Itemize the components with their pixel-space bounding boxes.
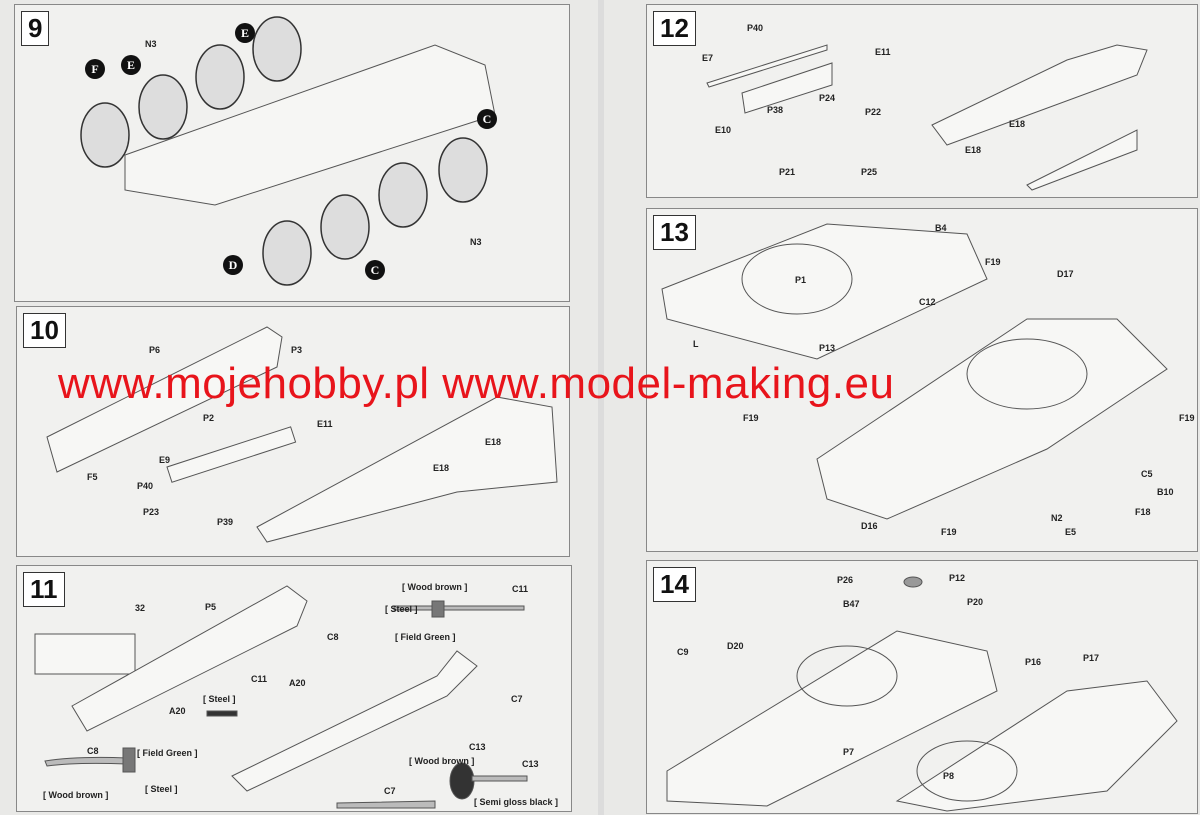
part-label: C8: [327, 632, 339, 642]
part-label: N3: [145, 39, 157, 49]
paint-callout: [ Semi gloss black ]: [474, 797, 559, 807]
part-label: P26: [837, 575, 854, 585]
hull-top-drawing: [661, 223, 1168, 520]
wheel-marker: F: [85, 59, 105, 79]
part-label: B10: [1157, 487, 1174, 497]
part-label: N2: [1051, 513, 1063, 523]
step-number: 12: [653, 11, 696, 46]
part-label: P39: [217, 517, 234, 527]
wheel-marker: D: [223, 255, 243, 275]
part-label: E11: [875, 47, 891, 57]
wheel-marker: E: [121, 55, 141, 75]
step-10-panel: 10 P6 P3 P2 F5 E11 E9 E18 E18 P40 P23 P3…: [16, 306, 570, 557]
step-number: 14: [653, 567, 696, 602]
paint-callout: [ Wood brown ]: [409, 756, 475, 766]
part-label: P6: [149, 345, 161, 355]
watermark: www.mojehobby.pl www.model-making.eu: [58, 359, 895, 408]
part-label: C7: [511, 694, 523, 704]
part-label: E10: [715, 125, 732, 135]
side-panel-drawing: [46, 326, 558, 543]
part-label: A20: [169, 706, 186, 716]
part-label: P40: [747, 23, 764, 33]
part-label: P16: [1025, 657, 1042, 667]
paint-callout: [ Field Green ]: [137, 748, 198, 758]
part-label: E11: [317, 419, 333, 429]
part-label: P7: [843, 747, 855, 757]
part-label: F19: [985, 257, 1001, 267]
part-label: P17: [1083, 653, 1100, 663]
part-label: C12: [919, 297, 936, 307]
hull-detail-drawing: [666, 576, 1178, 812]
step-12-panel: 12 P40 E7 E11 P38 E10 P24 P22 P21 P25 E1…: [646, 4, 1198, 198]
part-label: F19: [1179, 413, 1195, 423]
part-label: E18: [965, 145, 982, 155]
step-number: 9: [21, 11, 50, 46]
part-label: C13: [469, 742, 486, 752]
paint-callout: [ Steel ]: [145, 784, 178, 794]
part-label: P38: [767, 105, 784, 115]
part-label: P40: [137, 481, 154, 491]
step-14-panel: 14 P26 P12 B47 P20 D20 C9 P16 P17 P7 P8: [646, 560, 1198, 814]
part-label: L: [693, 339, 699, 349]
wheel-marker: C: [477, 109, 497, 129]
part-label: P2: [203, 413, 215, 423]
step-9-panel: 9 N3 N3 F E E C C D: [14, 4, 570, 302]
paint-callout: [ Steel ]: [203, 694, 236, 704]
part-label: P20: [967, 597, 984, 607]
paint-callout: [ Wood brown ]: [402, 582, 468, 592]
part-label: F5: [87, 472, 98, 482]
tool-stowage-drawing: [34, 585, 528, 809]
step-13-panel: 13 B4 F19 D17 P1 C12 L P13 F19 F19 C5 B1…: [646, 208, 1198, 552]
part-label: D16: [861, 521, 878, 531]
part-label: C9: [677, 647, 689, 657]
part-label: C5: [1141, 469, 1153, 479]
part-label: A20: [289, 678, 306, 688]
paint-callout: [ Wood brown ]: [43, 790, 109, 800]
part-label: P13: [819, 343, 836, 353]
decal-number: 32: [135, 603, 146, 613]
part-label: P25: [861, 167, 878, 177]
paint-callout: [ Steel ]: [385, 604, 418, 614]
chassis-drawing: [80, 16, 496, 286]
part-label: P12: [949, 573, 966, 583]
part-label: B4: [935, 223, 947, 233]
part-label: P21: [779, 167, 796, 177]
part-label: P1: [795, 275, 807, 285]
side-rail-drawing: [706, 44, 1148, 191]
part-label: P3: [291, 345, 303, 355]
part-label: D20: [727, 641, 744, 651]
wheel-marker: E: [235, 23, 255, 43]
part-label: C11: [251, 674, 268, 684]
part-label: P24: [819, 93, 836, 103]
part-label: D17: [1057, 269, 1074, 279]
part-label: F19: [941, 527, 957, 537]
part-label: P8: [943, 771, 955, 781]
part-label: F19: [743, 413, 759, 423]
part-label: C8: [87, 746, 99, 756]
part-label: C11: [512, 584, 529, 594]
part-label: C13: [522, 759, 539, 769]
part-label: C7: [384, 786, 396, 796]
paint-callout: [ Field Green ]: [395, 632, 456, 642]
part-label: E7: [702, 53, 714, 63]
part-label: E5: [1065, 527, 1077, 537]
part-label: B47: [843, 599, 860, 609]
part-label: E18: [485, 437, 502, 447]
step-number: 13: [653, 215, 696, 250]
part-label: N3: [470, 237, 482, 247]
part-label: E18: [1009, 119, 1026, 129]
part-label: E18: [433, 463, 450, 473]
step-11-panel: 11 32 P5 C8 C11 A20 C7 C13 C11 A20 C8 C7…: [16, 565, 572, 812]
part-label: P22: [865, 107, 882, 117]
part-label: P23: [143, 507, 160, 517]
step-number: 10: [23, 313, 66, 348]
wheel-marker: C: [365, 260, 385, 280]
part-label: E9: [159, 455, 171, 465]
part-label: F18: [1135, 507, 1151, 517]
step-number: 11: [23, 572, 65, 607]
part-label: P5: [205, 602, 217, 612]
